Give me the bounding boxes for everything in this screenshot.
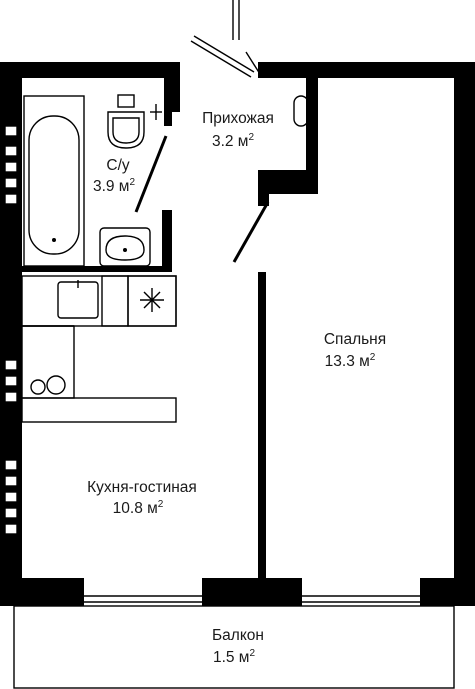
bedroom-door — [232, 201, 270, 263]
hallway-name: Прихожая — [202, 110, 274, 127]
bathroom-area: 3.9 м2 — [93, 177, 136, 195]
bathroom-door — [134, 135, 168, 213]
bedroom-name: Спальня — [324, 331, 386, 348]
washbasin — [99, 227, 151, 267]
cooktop — [30, 375, 66, 395]
left-windows — [4, 125, 18, 535]
bathroom-name: С/у — [106, 157, 130, 174]
interior-walls — [22, 62, 318, 578]
balcony — [13, 605, 455, 689]
shower-valve — [150, 104, 162, 120]
bathtub — [23, 95, 85, 267]
kitchen-sink — [57, 280, 99, 319]
bedroom-area: 13.3 м2 — [325, 352, 376, 370]
kitchen-living-area: 10.8 м2 — [113, 499, 164, 517]
hallway-wardrobe — [293, 95, 309, 127]
entrance-door — [190, 0, 261, 78]
hallway-area: 3.2 м2 — [212, 132, 255, 150]
kitchen-counter — [21, 275, 177, 423]
balcony-name: Балкон — [212, 627, 264, 644]
fridge — [101, 275, 177, 327]
bottom-windows — [84, 595, 420, 603]
balcony-area: 1.5 м2 — [213, 648, 256, 666]
kitchen-living-name: Кухня-гостиная — [87, 479, 197, 496]
toilet — [107, 94, 145, 149]
